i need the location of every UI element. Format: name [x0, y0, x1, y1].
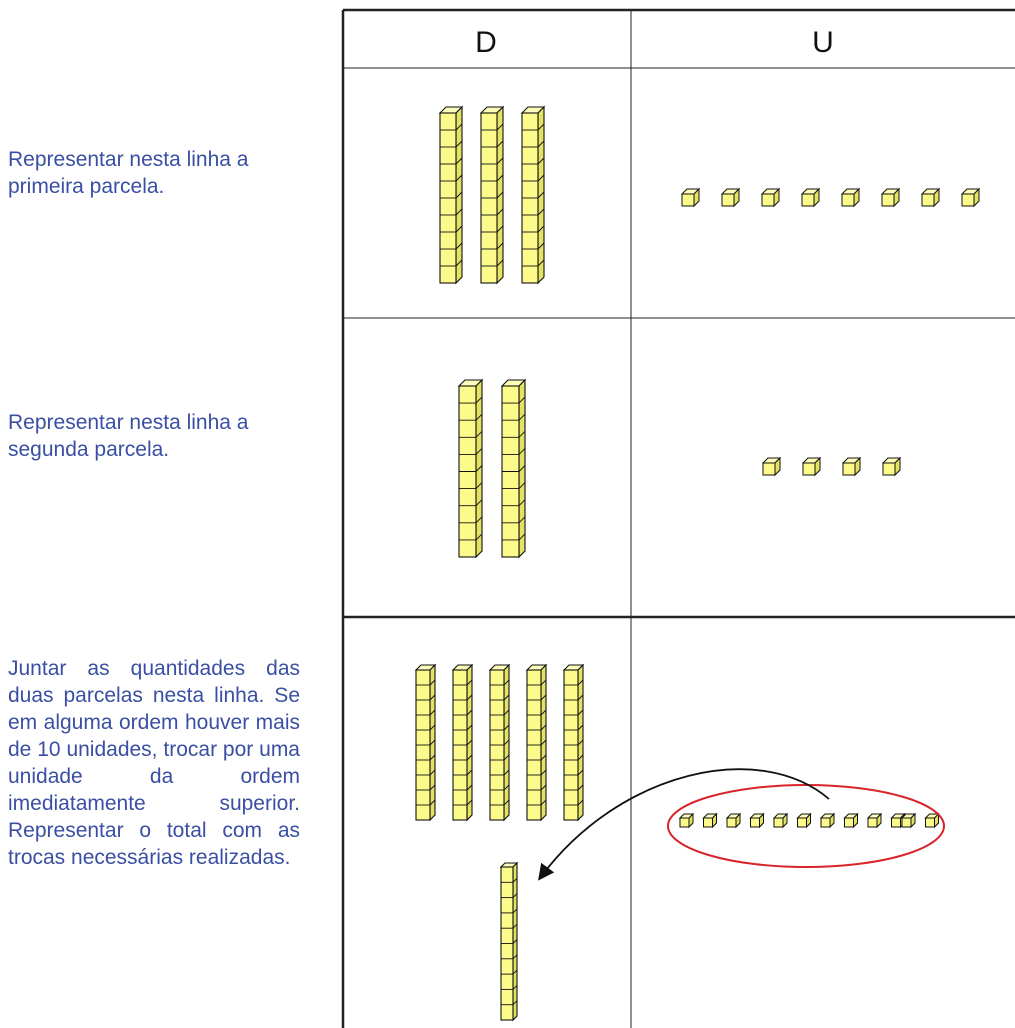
unit-cube: [900, 812, 917, 829]
table-grid: [341, 8, 1015, 1028]
unit-cube: [800, 187, 821, 208]
header-units: U: [812, 26, 834, 59]
ten-rod: [457, 378, 484, 559]
instruction-row-2: Representar nesta linha a segunda parcel…: [8, 411, 249, 461]
unit-cube: [796, 812, 812, 829]
unit-cube: [924, 812, 940, 829]
exchange-circle: [667, 784, 945, 868]
exchanged-ten-rod: [499, 861, 519, 1022]
ten-rod: [488, 663, 511, 822]
unit-cube: [680, 187, 701, 208]
unit-cube: [960, 187, 981, 208]
ten-rod: [451, 663, 474, 822]
unit-cube: [880, 187, 901, 208]
unit-cube: [678, 812, 695, 829]
ten-rod: [438, 105, 464, 285]
unit-cube: [801, 456, 822, 477]
unit-cube: [920, 187, 941, 208]
unit-cube: [881, 456, 902, 477]
header-tens: D: [475, 26, 497, 59]
ten-rod: [562, 663, 585, 822]
ten-rod: [520, 105, 546, 285]
ten-rod: [479, 105, 505, 285]
ten-rod: [500, 378, 527, 559]
unit-cube: [761, 456, 782, 477]
ten-rod: [525, 663, 548, 822]
unit-cube: [725, 812, 742, 829]
unit-cube: [840, 187, 861, 208]
unit-cube: [720, 187, 741, 208]
ten-rod: [414, 663, 437, 822]
unit-cube: [772, 812, 789, 829]
instruction-row-1: Representar nesta linha a primeira parce…: [8, 148, 249, 198]
unit-cube: [819, 812, 836, 829]
unit-cube: [841, 456, 862, 477]
unit-cube: [749, 812, 765, 829]
base-ten-blocks: [414, 105, 981, 1022]
unit-cube: [760, 187, 781, 208]
instruction-row-3: Juntar as quantidades das duas parcelas …: [8, 657, 300, 869]
exchange-arrow: [538, 768, 830, 881]
unit-cube: [702, 812, 718, 829]
unit-cube: [866, 812, 883, 829]
unit-cube: [843, 812, 859, 829]
